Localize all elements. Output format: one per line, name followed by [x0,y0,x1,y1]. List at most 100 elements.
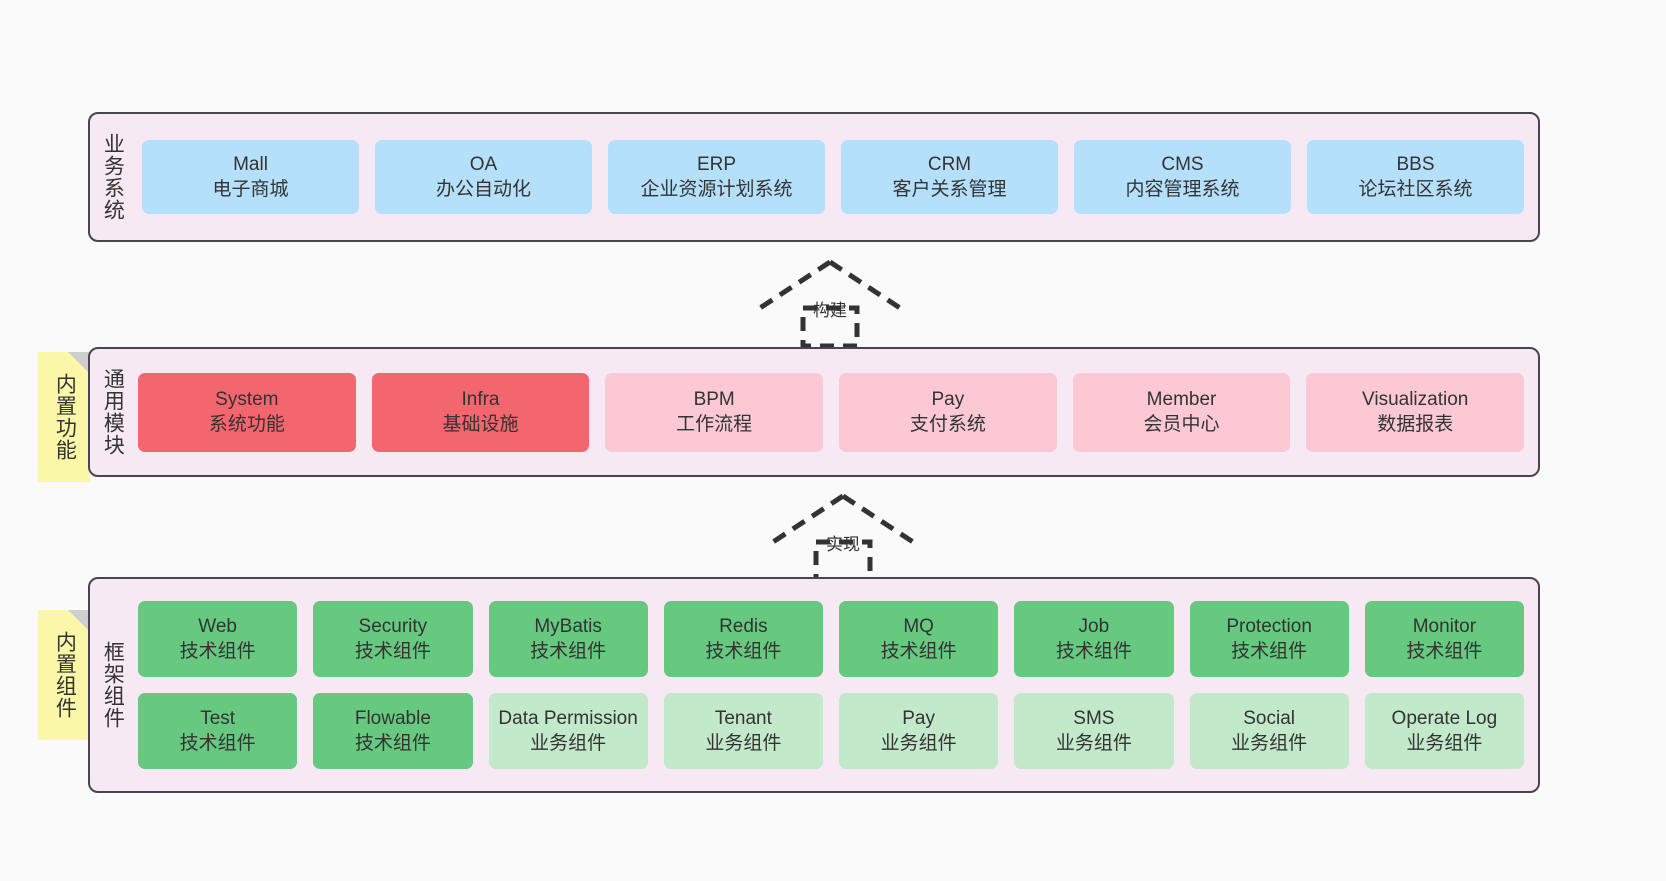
arrow-build: 构建 [755,258,905,349]
card-sms[interactable]: SMS 业务组件 [1014,693,1174,769]
card-subtitle: 办公自动化 [435,179,531,200]
card-subtitle: 业务组件 [530,733,607,754]
card-cms[interactable]: CMS 内容管理系统 [1074,140,1291,214]
card-subtitle: 基础设施 [442,414,519,435]
card-redis[interactable]: Redis 技术组件 [663,601,823,677]
card-system[interactable]: System 系统功能 [138,372,356,452]
card-title: Job [1078,615,1110,637]
card-title: Test [200,707,236,729]
card-title: Social [1243,707,1295,729]
card-crm[interactable]: CRM 客户关系管理 [841,140,1058,214]
card-subtitle: 业务组件 [1231,733,1308,754]
card-title: SMS [1073,707,1115,729]
card-title: Pay [931,388,965,410]
note-builtin-component: 内置组件 [38,610,90,740]
card-title: Operate Log [1391,707,1498,729]
arrow-realize: 实现 [768,492,918,583]
card-title: Infra [461,388,500,410]
card-subtitle: 技术组件 [179,733,256,754]
layer-framework-components: 框架组件 Web 技术组件 Security 技术组件 MyBatis 技术组件… [88,577,1540,793]
card-title: Visualization [1362,388,1469,410]
layer-body-framework-components: Web 技术组件 Security 技术组件 MyBatis 技术组件 Redi… [134,579,1538,791]
layer-title-framework-components: 框架组件 [101,641,125,729]
card-mybatis[interactable]: MyBatis 技术组件 [488,601,648,677]
card-subtitle: 技术组件 [1231,641,1308,662]
card-subtitle: 内容管理系统 [1125,179,1240,200]
card-mq[interactable]: MQ 技术组件 [839,601,999,677]
card-pay[interactable]: Pay 支付系统 [839,372,1057,452]
card-visualization[interactable]: Visualization 数据报表 [1306,372,1525,452]
card-member[interactable]: Member 会员中心 [1072,372,1291,452]
card-title: Data Permission [498,707,638,729]
card-title: Tenant [714,707,772,729]
card-pay-component[interactable]: Pay 业务组件 [839,693,999,769]
card-subtitle: 技术组件 [179,641,256,662]
note-builtin-function: 内置功能 [38,352,90,482]
card-title: Web [198,615,237,637]
card-title: CMS [1161,153,1204,175]
card-test[interactable]: Test 技术组件 [138,693,298,769]
card-title: Monitor [1412,615,1477,637]
card-subtitle: 系统功能 [208,414,285,435]
layer-common-modules: 通用模块 System 系统功能 Infra 基础设施 BPM 工作流程 Pay… [88,347,1540,477]
layer-title-common-modules: 通用模块 [101,368,125,456]
card-title: BBS [1396,153,1435,175]
card-title: Member [1146,388,1217,410]
card-social[interactable]: Social 业务组件 [1189,693,1349,769]
card-subtitle: 技术组件 [354,641,431,662]
card-flowable[interactable]: Flowable 技术组件 [313,693,473,769]
card-monitor[interactable]: Monitor 技术组件 [1364,601,1524,677]
card-subtitle: 业务组件 [1406,733,1483,754]
card-title: OA [469,153,498,175]
card-web[interactable]: Web 技术组件 [138,601,298,677]
card-subtitle: 会员中心 [1143,414,1220,435]
layer-body-business-systems: Mall 电子商城 OA 办公自动化 ERP 企业资源计划系统 CRM 客户关系… [134,114,1538,240]
card-subtitle: 技术组件 [880,641,957,662]
card-subtitle: 支付系统 [909,414,986,435]
card-subtitle: 技术组件 [530,641,607,662]
card-subtitle: 技术组件 [1055,641,1132,662]
layer-title-business-systems: 业务系统 [101,133,125,221]
card-data-permission[interactable]: Data Permission 业务组件 [488,693,648,769]
card-erp[interactable]: ERP 企业资源计划系统 [608,140,825,214]
card-bpm[interactable]: BPM 工作流程 [605,372,824,452]
card-row: Mall 电子商城 OA 办公自动化 ERP 企业资源计划系统 CRM 客户关系… [142,140,1524,214]
card-title: Redis [719,615,768,637]
card-tenant[interactable]: Tenant 业务组件 [663,693,823,769]
note-fold-icon [68,352,90,374]
note-fold-icon [68,610,90,632]
note-label: 内置组件 [53,631,77,719]
card-mall[interactable]: Mall 电子商城 [142,140,359,214]
card-operate-log[interactable]: Operate Log 业务组件 [1364,693,1524,769]
card-title: ERP [696,153,737,175]
card-subtitle: 技术组件 [705,641,782,662]
card-protection[interactable]: Protection 技术组件 [1189,601,1349,677]
card-title: MyBatis [534,615,602,637]
card-subtitle: 技术组件 [354,733,431,754]
card-subtitle: 论坛社区系统 [1358,179,1473,200]
card-title: MQ [903,615,934,637]
arrow-realize-label: 实现 [826,535,860,554]
card-subtitle: 客户关系管理 [892,179,1007,200]
card-row: Test 技术组件 Flowable 技术组件 Data Permission … [138,693,1524,769]
card-subtitle: 电子商城 [212,179,289,200]
layer-body-common-modules: System 系统功能 Infra 基础设施 BPM 工作流程 Pay 支付系统… [134,349,1538,475]
card-title: CRM [927,153,972,175]
card-title: BPM [693,388,735,410]
card-bbs[interactable]: BBS 论坛社区系统 [1307,140,1524,214]
card-job[interactable]: Job 技术组件 [1014,601,1174,677]
card-security[interactable]: Security 技术组件 [313,601,473,677]
card-title: Mall [233,153,268,175]
card-title: Protection [1226,615,1312,637]
arrow-build-label: 构建 [813,301,847,320]
card-subtitle: 业务组件 [880,733,957,754]
card-subtitle: 工作流程 [676,414,753,435]
note-label: 内置功能 [53,373,77,461]
card-subtitle: 企业资源计划系统 [640,179,793,200]
card-row: Web 技术组件 Security 技术组件 MyBatis 技术组件 Redi… [138,601,1524,677]
card-infra[interactable]: Infra 基础设施 [371,372,590,452]
layer-business-systems: 业务系统 Mall 电子商城 OA 办公自动化 ERP 企业资源计划系统 CRM… [88,112,1540,242]
card-subtitle: 业务组件 [705,733,782,754]
card-oa[interactable]: OA 办公自动化 [375,140,592,214]
